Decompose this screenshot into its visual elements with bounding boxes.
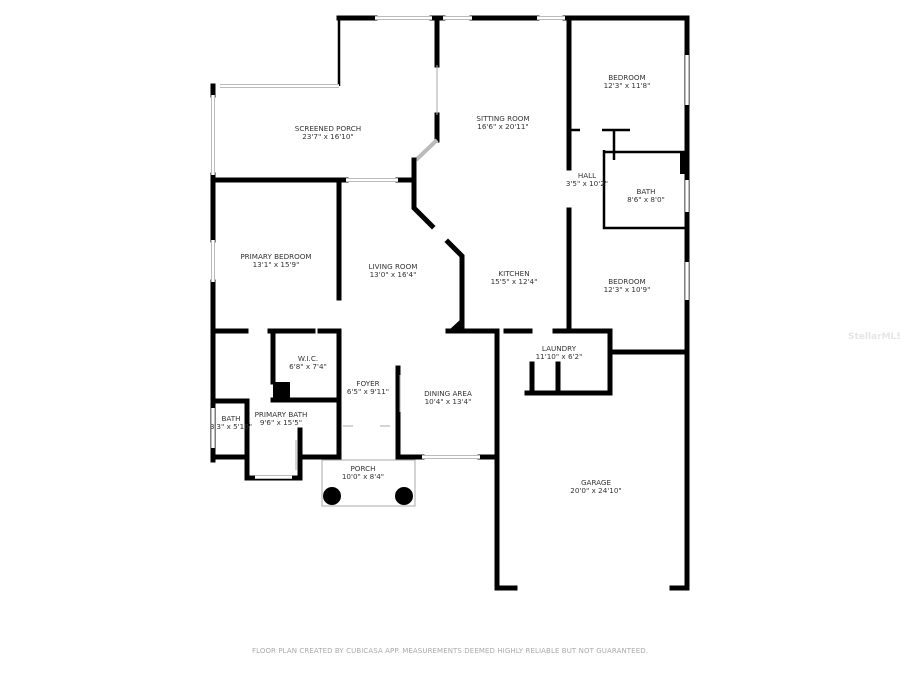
room-name: BEDROOM	[608, 73, 646, 82]
room-name: BATH	[636, 187, 655, 196]
room-name: W.I.C.	[298, 354, 318, 363]
front-porch	[321, 459, 416, 507]
room-dims: 13'1" x 15'9"	[253, 260, 300, 269]
room-dims: 12'3" x 10'9"	[604, 285, 651, 294]
room-name: KITCHEN	[498, 269, 529, 278]
room-name: LAUNDRY	[542, 344, 577, 353]
room-dims: 13'0" x 16'4"	[370, 270, 417, 279]
room-dims: 10'4" x 13'4"	[425, 397, 472, 406]
room-dims: 6'5" x 9'11"	[347, 387, 389, 396]
room-name: SCREENED PORCH	[295, 124, 361, 133]
room-dims: 11'10" x 6'2"	[536, 352, 583, 361]
room-name: SITTING ROOM	[476, 114, 529, 123]
room-labels: SCREENED PORCH 23'7" x 16'10" SITTING RO…	[210, 73, 665, 495]
room-name: PRIMARY BATH	[255, 410, 308, 419]
room-name: HALL	[578, 171, 596, 180]
walls	[210, 15, 690, 591]
watermark: StellarMLS	[848, 332, 900, 342]
footer-disclaimer: FLOOR PLAN CREATED BY CUBICASA APP. MEAS…	[251, 647, 649, 655]
room-dims: 3'3" x 5'10"	[210, 422, 252, 431]
room-dims: 16'6" x 20'11"	[477, 122, 528, 131]
room-dims: 3'5" x 10'2"	[566, 179, 608, 188]
room-name: BEDROOM	[608, 277, 646, 286]
room-name: BATH	[221, 414, 240, 423]
column-icon	[395, 487, 413, 505]
room-name: FOYER	[356, 379, 379, 388]
room-dims: 12'3" x 11'8"	[604, 81, 651, 90]
room-dims: 20'0" x 24'10"	[570, 486, 621, 495]
room-dims: 6'8" x 7'4"	[289, 362, 327, 371]
room-name: PORCH	[350, 464, 375, 473]
room-dims: 23'7" x 16'10"	[302, 132, 353, 141]
room-dims: 15'5" x 12'4"	[491, 277, 538, 286]
column-icon	[323, 487, 341, 505]
room-dims: 8'6" x 8'0"	[627, 195, 665, 204]
room-dims: 10'0" x 8'4"	[342, 472, 384, 481]
room-name: LIVING ROOM	[369, 262, 418, 271]
room-name: GARAGE	[581, 478, 612, 487]
room-name: DINING AREA	[424, 389, 472, 398]
room-name: PRIMARY BEDROOM	[240, 252, 311, 261]
room-dims: 9'6" x 15'5"	[260, 418, 302, 427]
